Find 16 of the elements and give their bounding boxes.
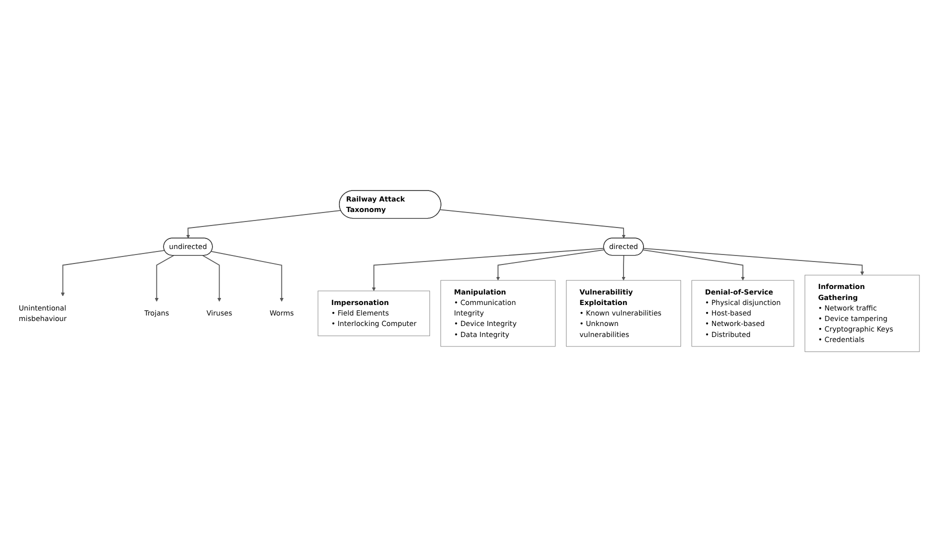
node-box <box>566 280 682 347</box>
arrow <box>440 209 626 238</box>
arrow <box>622 254 626 280</box>
node-box <box>692 280 794 347</box>
arrow <box>210 250 284 302</box>
arrow <box>186 210 342 238</box>
arrow <box>643 248 864 276</box>
node-box <box>440 280 556 347</box>
arrow <box>372 248 604 291</box>
arrow <box>202 254 222 302</box>
arrow <box>642 249 745 280</box>
arrow <box>496 249 605 280</box>
arrow <box>60 250 165 296</box>
node-box <box>804 274 920 352</box>
node-box <box>318 290 430 336</box>
arrow <box>154 254 174 302</box>
